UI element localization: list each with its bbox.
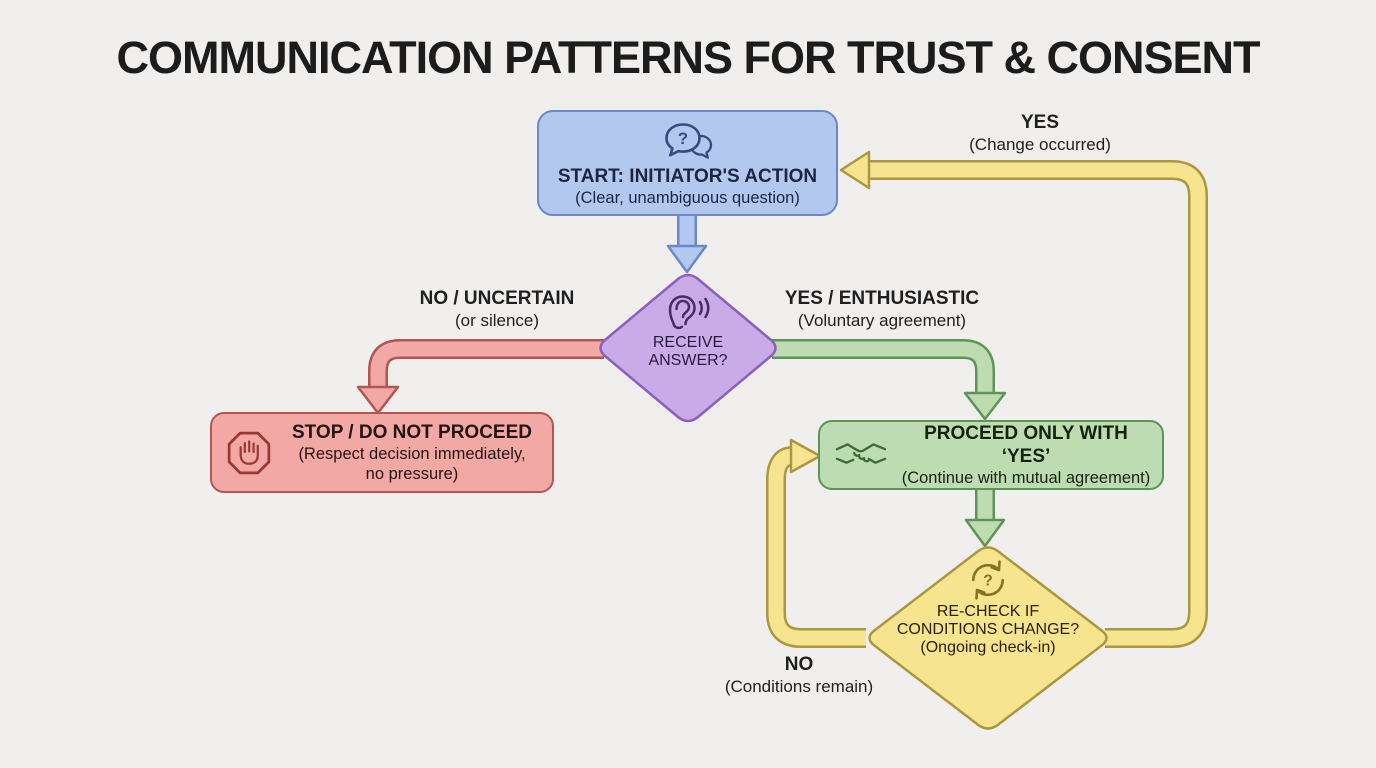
node-receive-diamond — [599, 273, 777, 423]
arrowhead-right-icon — [789, 438, 822, 474]
edge-label-no-uncertain-subtitle: (or silence) — [454, 311, 540, 330]
proceed-subtitle: (Continue with mutual agreement) — [901, 469, 1151, 487]
start-subtitle: (Clear, unambiguous question) — [575, 188, 800, 207]
edge-label-no-conditions-subtitle: (Conditions remain) — [724, 677, 874, 696]
edge-label-no-uncertain: NO / UNCERTAIN (or silence) — [330, 288, 664, 331]
edge-label-no-uncertain-title: NO / UNCERTAIN — [419, 288, 575, 309]
arrowhead-left-icon — [839, 150, 871, 190]
edge-label-yes-enthusiastic: YES / ENTHUSIASTIC (Voluntary agreement) — [712, 288, 1052, 331]
handshake-icon — [835, 443, 887, 464]
edge-label-no-conditions-title: NO — [784, 654, 814, 675]
stop-subtitle-line1: (Respect decision immediately, — [298, 445, 526, 463]
start-title: START: INITIATOR'S ACTION — [557, 165, 818, 187]
question-speech-bubbles-icon: ? — [664, 122, 712, 159]
arrowhead-down-icon — [963, 391, 1007, 421]
edge-receive-to-proceed — [772, 339, 1007, 421]
edge-label-yes-change: YES (Change occurred) — [940, 112, 1140, 155]
node-stop: STOP / DO NOT PROCEED (Respect decision … — [210, 412, 554, 493]
node-proceed: PROCEED ONLY WITH ‘YES’ (Continue with m… — [818, 420, 1164, 490]
edge-label-yes-change-title: YES — [1020, 112, 1060, 133]
node-start: ? START: INITIATOR'S ACTION (Clear, unam… — [537, 110, 838, 216]
edge-label-no-conditions: NO (Conditions remain) — [699, 654, 899, 697]
arrowhead-down-icon — [356, 385, 400, 415]
page-title: COMMUNICATION PATTERNS FOR TRUST & CONSE… — [116, 32, 1261, 83]
stop-subtitle-line2: no pressure) — [365, 465, 459, 483]
edge-label-yes-change-subtitle: (Change occurred) — [969, 135, 1111, 154]
stop-title: STOP / DO NOT PROCEED — [291, 422, 532, 443]
proceed-title: PROCEED ONLY WITH ‘YES’ — [924, 423, 1128, 467]
arrowhead-down-icon — [666, 244, 708, 274]
edge-proceed-to-recheck — [964, 486, 1006, 548]
edge-receive-to-stop — [356, 339, 604, 415]
edge-recheck-to-start — [839, 150, 1208, 648]
edge-recheck-to-proceed — [766, 438, 866, 648]
node-recheck-diamond — [868, 546, 1108, 730]
edge-label-yes-enthusiastic-subtitle: (Voluntary agreement) — [797, 311, 967, 330]
stop-hand-icon — [227, 431, 271, 474]
edge-label-yes-enthusiastic-title: YES / ENTHUSIASTIC — [784, 288, 980, 309]
edge-start-to-receive — [666, 210, 708, 274]
arrowhead-down-icon — [964, 518, 1006, 548]
svg-text:?: ? — [677, 129, 687, 148]
